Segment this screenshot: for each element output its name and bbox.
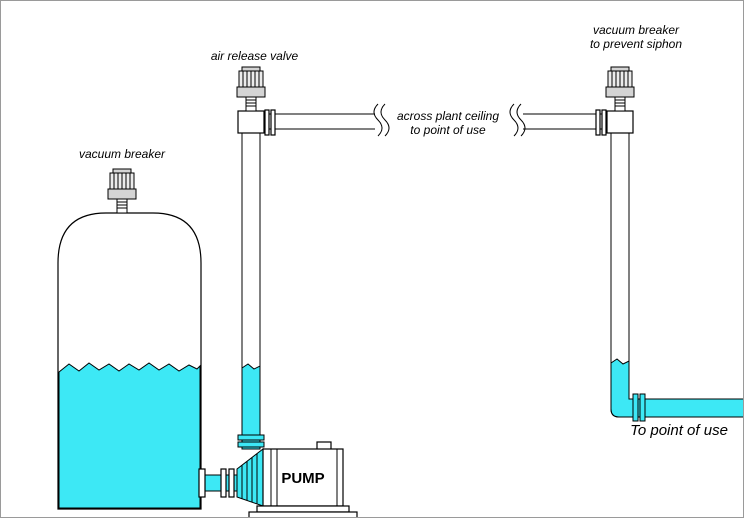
- siphon-breaker-label-line2: to prevent siphon: [589, 37, 683, 51]
- suction-pipe: [198, 468, 237, 498]
- tank-vacuum-breaker-device: [107, 168, 137, 214]
- pipe-break-right: [509, 103, 526, 137]
- siphon-breaker-label-line1: vacuum breaker: [592, 23, 680, 37]
- pump-label: PUMP: [281, 470, 325, 487]
- outlet-flange-b: [639, 393, 646, 422]
- riser-flange-a: [237, 434, 265, 441]
- outlet-flange-a: [632, 393, 639, 422]
- ceiling-flange-left-a: [264, 109, 270, 136]
- ceiling-flange-left-b: [270, 109, 276, 136]
- right-riser-pipe: [610, 133, 743, 422]
- tank-outline: [57, 212, 202, 510]
- ceiling-route-label-line1: across plant ceiling: [396, 109, 500, 123]
- right-pipe-outer-outline: [610, 133, 743, 418]
- ceiling-pipe: [264, 103, 607, 137]
- siphon-breaker-label: vacuum breaker to prevent siphon: [566, 23, 706, 51]
- tank-outlet-flange: [198, 468, 206, 498]
- riser-flange-b: [237, 441, 265, 448]
- right-pipe-inner-outline: [628, 133, 743, 400]
- air-release-valve-device: [236, 66, 266, 112]
- pump: [236, 441, 358, 517]
- right-tee-fitting: [606, 110, 634, 134]
- suction-flange-b: [228, 468, 235, 498]
- point-of-use-label: To point of use: [630, 422, 728, 439]
- pump-inlet-cone: [236, 447, 264, 507]
- air-release-valve-label: air release valve: [210, 49, 299, 63]
- ceiling-flange-right-a: [595, 109, 601, 136]
- riser-pipe: [237, 133, 265, 450]
- pump-base: [248, 505, 358, 517]
- siphon-vacuum-breaker-device: [605, 66, 635, 112]
- ceiling-route-label-line2: to point of use: [410, 123, 486, 137]
- pipe-break-left: [373, 103, 390, 137]
- ceiling-route-label: across plant ceiling to point of use: [386, 109, 510, 137]
- suction-pipe-liquid: [200, 475, 237, 491]
- suction-flange-a: [220, 468, 227, 498]
- storage-tank: [57, 212, 202, 510]
- pump-body: [262, 448, 344, 507]
- tank-liquid: [58, 362, 201, 509]
- ceiling-flange-right-b: [601, 109, 607, 136]
- left-tee-fitting: [237, 110, 265, 134]
- right-riser-liquid: [610, 358, 743, 418]
- tank-breaker-label: vacuum breaker: [78, 147, 166, 161]
